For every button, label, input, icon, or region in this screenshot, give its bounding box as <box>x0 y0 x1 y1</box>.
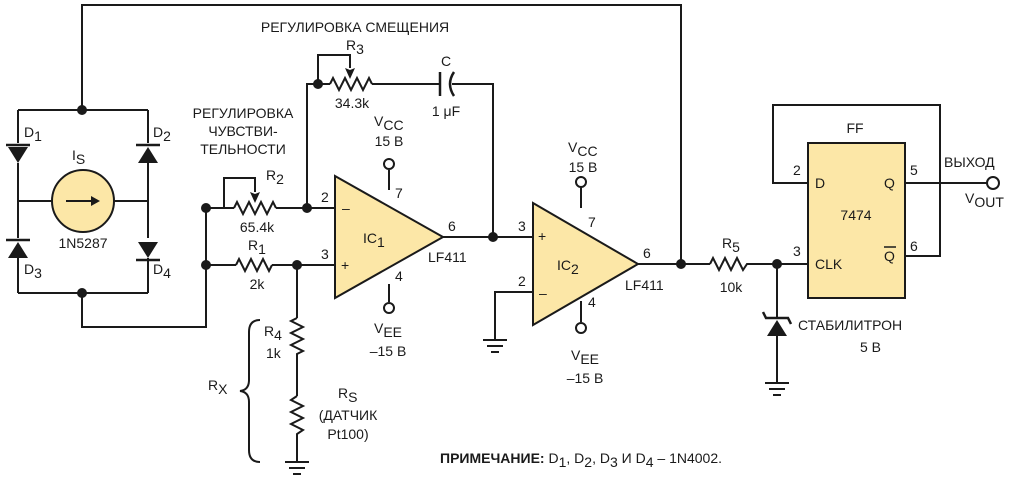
ff-pin-d: 2 <box>793 162 801 178</box>
rs-label: RS <box>338 385 357 405</box>
rs-desc-1: (ДАТЧИК <box>319 407 378 423</box>
ic1-vee-label: VEE <box>374 320 402 340</box>
ic1-label: IC1 <box>363 230 385 250</box>
zener-diode-icon <box>761 311 793 336</box>
sens-adjust-label-2: ЧУВСТВИ- <box>208 123 278 139</box>
capacitor-c <box>438 71 456 97</box>
ff-clk-label: CLK <box>815 256 843 272</box>
parts-note: ПРИМЕЧАНИЕ: D1, D2, D3 И D4 – 1N4002. <box>440 450 722 470</box>
ic1-pin-inv: 2 <box>321 189 329 205</box>
vout-label: VOUT <box>965 190 1004 210</box>
ic2-plus: + <box>538 228 546 244</box>
ff-title: FF <box>846 120 863 136</box>
rx-brace <box>239 319 261 463</box>
ic1-part: LF411 <box>428 249 467 265</box>
output-label: ВЫХОД <box>944 154 995 170</box>
r5-value: 10k <box>720 279 744 295</box>
current-source-icon <box>51 169 115 233</box>
ic2-opamp <box>532 201 640 327</box>
source-part: 1N5287 <box>58 235 107 251</box>
rx-label: RX <box>208 377 228 397</box>
offset-adjust-label: РЕГУЛИРОВКА СМЕЩЕНИЯ <box>261 19 449 35</box>
resistor-r4 <box>288 317 306 360</box>
ic2-pin-noninv: 3 <box>518 218 526 234</box>
ic2-pin-out: 6 <box>643 245 651 261</box>
diode-d4 <box>136 242 160 262</box>
ic2-pin-inv: 2 <box>518 273 526 289</box>
r3-wiper-icon <box>345 68 355 79</box>
resistor-r2 <box>233 199 277 217</box>
r2-label: R2 <box>266 167 284 187</box>
ff-d-label: D <box>815 175 825 191</box>
ff-pin-q: 5 <box>910 162 918 178</box>
rs-desc-2: Pt100) <box>327 426 368 442</box>
ic1-pin-noninv: 3 <box>321 246 329 262</box>
ff-pin-qbar: 6 <box>910 238 918 254</box>
ic1-vee-value: –15 В <box>370 343 407 359</box>
c-label: C <box>441 53 451 69</box>
ic2-vcc-value: 15 В <box>569 159 598 175</box>
ff-part: 7474 <box>840 207 871 223</box>
ground-icon <box>765 382 789 396</box>
ic1-vee-terminal <box>383 302 395 314</box>
ic2-vee-label: VEE <box>571 347 599 367</box>
sens-adjust-label-1: РЕГУЛИРОВКА <box>193 105 294 121</box>
ff-q-label: Q <box>884 175 895 191</box>
ic1-vcc-label: VCC <box>374 113 404 133</box>
resistor-r3 <box>329 75 373 93</box>
ic1-minus: – <box>342 200 350 216</box>
ff-7474 <box>807 142 906 299</box>
ff-qbar-label: Q <box>884 248 895 264</box>
ic2-vcc-terminal <box>575 176 587 188</box>
ic1-pin-vcc: 7 <box>395 185 403 201</box>
ff-pin-clk: 3 <box>793 243 801 259</box>
r2-value: 65.4k <box>240 219 275 235</box>
r1-value: 2k <box>250 276 266 292</box>
ic1-vcc-terminal <box>383 158 395 170</box>
ic2-pin-vcc: 7 <box>588 214 596 230</box>
ic2-label: IC2 <box>557 257 579 277</box>
r4-label: R4 <box>264 323 282 343</box>
r4-value: 1k <box>266 345 282 361</box>
ic1-pin-vee: 4 <box>395 268 403 284</box>
zener-value: 5 В <box>860 339 881 355</box>
r3-label: R3 <box>346 37 364 57</box>
d4-label: D4 <box>153 261 171 281</box>
d2-label: D2 <box>153 124 171 144</box>
resistor-r5 <box>709 255 750 273</box>
ground-icon <box>483 339 507 353</box>
ic1-opamp <box>334 174 446 300</box>
ic2-pin-vee: 4 <box>588 294 596 310</box>
resistor-r1 <box>235 256 273 274</box>
d3-label: D3 <box>24 261 42 281</box>
d1-label: D1 <box>24 124 42 144</box>
output-terminal <box>986 176 1000 190</box>
r2-wiper-icon <box>250 192 260 203</box>
r3-value: 34.3k <box>335 95 370 111</box>
ground-icon <box>285 461 309 475</box>
ic2-part: LF411 <box>625 277 664 293</box>
r5-label: R5 <box>722 235 740 255</box>
r1-label: R1 <box>248 237 266 257</box>
ic1-plus: + <box>341 257 349 273</box>
diode-d2 <box>136 143 160 163</box>
sens-adjust-label-3: ТЕЛЬНОСТИ <box>200 141 286 157</box>
ic1-vcc-value: 15 В <box>375 133 404 149</box>
ic2-minus: – <box>539 285 547 301</box>
zener-label: СТАБИЛИТРОН <box>798 317 902 333</box>
ic2-vcc-label: VCC <box>568 139 598 159</box>
ic1-pin-out: 6 <box>448 218 456 234</box>
source-label: IS <box>72 147 85 167</box>
diode-d3 <box>6 238 30 258</box>
resistor-rs <box>288 395 306 440</box>
ic2-vee-value: –15 В <box>567 370 604 386</box>
c-value: 1 μF <box>432 103 460 119</box>
diode-d1 <box>6 143 30 163</box>
ic2-vee-terminal <box>575 322 587 334</box>
junction-dots <box>77 79 782 298</box>
